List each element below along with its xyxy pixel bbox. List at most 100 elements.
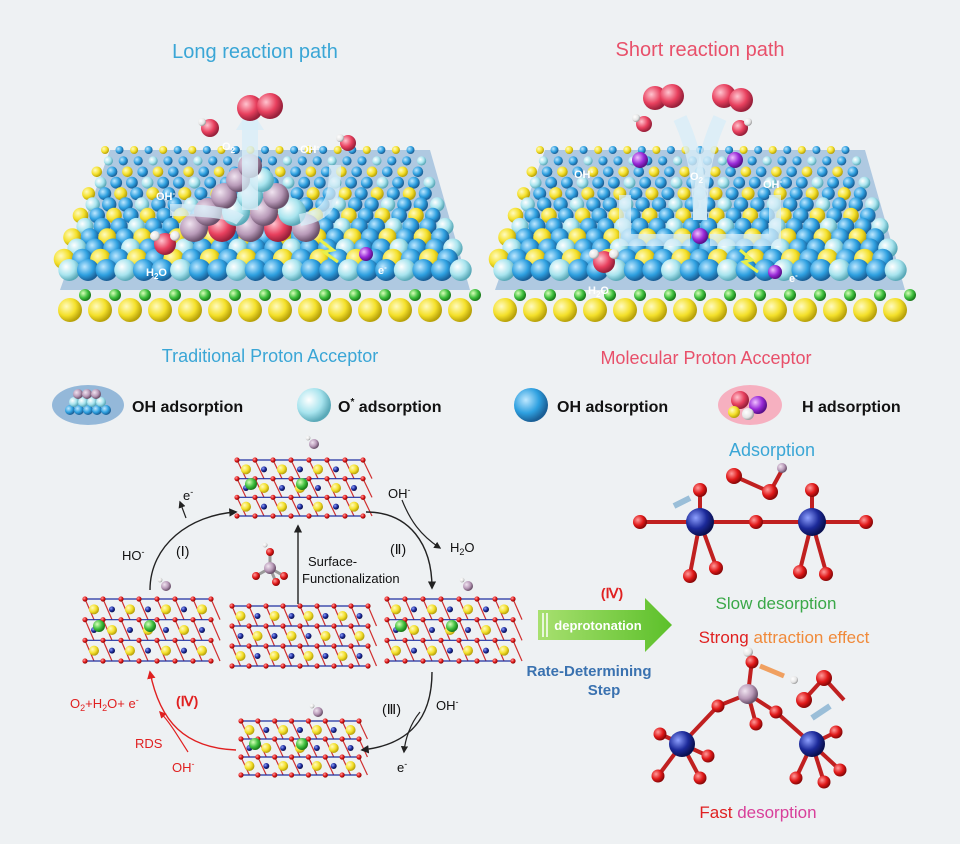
metal-atom xyxy=(391,645,401,656)
lattice-bond xyxy=(282,645,293,667)
oxygen-atom xyxy=(270,513,276,519)
lattice-atom xyxy=(298,298,322,322)
cobalt-atom xyxy=(333,503,339,510)
adsorption-molecule xyxy=(633,463,873,583)
lattice-atom xyxy=(379,289,391,301)
oxygen-atom xyxy=(726,468,742,484)
oxygen-atom xyxy=(324,513,330,519)
oxygen-atom xyxy=(100,596,106,602)
cobalt-atom xyxy=(297,466,303,473)
oxygen-atom xyxy=(360,494,366,500)
lattice-atom xyxy=(366,166,378,178)
oxygen-atom xyxy=(154,596,160,602)
lattice-atom xyxy=(514,289,526,301)
lattice-atom xyxy=(517,187,531,201)
lattice-bond xyxy=(458,619,469,641)
oxygen-atom xyxy=(360,476,366,482)
lattice-atom xyxy=(328,298,352,322)
lattice-bond xyxy=(324,756,335,776)
cobalt-atom xyxy=(483,606,489,613)
oh-molecule-atom xyxy=(340,135,356,151)
lattice-bond xyxy=(362,497,373,517)
oxygen-atom xyxy=(420,637,426,643)
metal-atom xyxy=(261,743,272,753)
legend-oh-adsorption-2: OH adsorption xyxy=(557,399,668,416)
lattice-bond xyxy=(512,619,523,641)
o2-molecule-atom xyxy=(660,84,684,108)
oxygen-atom xyxy=(118,658,124,664)
lattice-atom xyxy=(130,146,139,154)
lattice-atom xyxy=(231,146,240,154)
oxygen-atom xyxy=(339,736,345,742)
lattice-atom xyxy=(194,187,208,201)
oxygen-atom xyxy=(322,736,328,742)
metal-atom xyxy=(463,645,473,656)
oxygen-atom xyxy=(816,670,832,686)
oxygen-atom xyxy=(272,754,278,760)
lattice-atom xyxy=(170,259,193,281)
lattice-atom xyxy=(741,187,755,201)
lattice-atom xyxy=(198,166,210,178)
lattice-atom xyxy=(608,176,620,189)
lattice-bond xyxy=(156,619,167,641)
h2o-molecule-atom xyxy=(593,251,615,273)
lattice-atom xyxy=(884,259,907,281)
metal-atom xyxy=(252,631,263,641)
legend-h-adsorption: H adsorption xyxy=(802,399,901,416)
lattice-atom xyxy=(679,259,702,281)
lattice-atom xyxy=(469,289,481,301)
lattice-bond xyxy=(358,756,368,776)
oxygen-atom xyxy=(297,603,303,609)
lattice-atom xyxy=(783,146,792,154)
lattice-atom xyxy=(275,166,286,178)
lattice-atom xyxy=(677,187,691,201)
metal-atom xyxy=(331,483,341,493)
oxygen-atom xyxy=(693,483,707,497)
dopant-atom xyxy=(296,478,308,490)
oxygen-atom xyxy=(229,663,235,669)
lattice-atom xyxy=(423,176,436,189)
legend-atom xyxy=(101,405,111,415)
metal-atom xyxy=(313,464,323,475)
hydrogen-atom xyxy=(459,577,465,583)
oxygen-atom xyxy=(793,565,807,579)
cluster-atom xyxy=(263,183,289,209)
oxygen-atom xyxy=(324,457,330,463)
dopant-atom xyxy=(296,738,308,750)
lattice-atom xyxy=(637,146,646,154)
lattice-atom xyxy=(94,176,107,189)
lattice-bond xyxy=(440,640,451,662)
cobalt-atom xyxy=(356,613,363,619)
lattice-atom xyxy=(826,146,835,154)
oxygen-atom xyxy=(420,658,426,664)
attraction-hbond xyxy=(759,663,785,679)
lattice-atom xyxy=(393,259,416,281)
lattice-atom xyxy=(814,289,826,301)
oxygen-atom xyxy=(154,658,160,664)
lattice-atom xyxy=(362,146,371,154)
oxygen-atom xyxy=(172,658,178,664)
metal-atom xyxy=(278,725,289,735)
metal-atom xyxy=(241,501,251,512)
cobalt-atom xyxy=(333,466,339,473)
lattice-atom xyxy=(512,259,534,281)
cobalt-atom xyxy=(263,727,270,733)
metal-atom xyxy=(161,645,171,656)
oxygen-atom xyxy=(118,596,124,602)
lattice-atom xyxy=(823,298,847,322)
lattice-bond xyxy=(512,640,523,662)
lattice-atom xyxy=(382,166,393,178)
oxygen-atom xyxy=(402,658,408,664)
metal-atom xyxy=(427,604,437,615)
legend-atom xyxy=(92,405,102,415)
oxygen-atom xyxy=(288,494,294,500)
oxygen-atom xyxy=(762,484,778,500)
lattice-atom xyxy=(319,289,331,301)
cobalt-atom xyxy=(429,627,435,633)
oxygen-atom xyxy=(208,658,214,664)
oxygen-atom xyxy=(438,596,444,602)
oxygen-atom xyxy=(474,658,480,664)
lattice-atom xyxy=(664,166,675,178)
lattice-atom xyxy=(178,298,202,322)
